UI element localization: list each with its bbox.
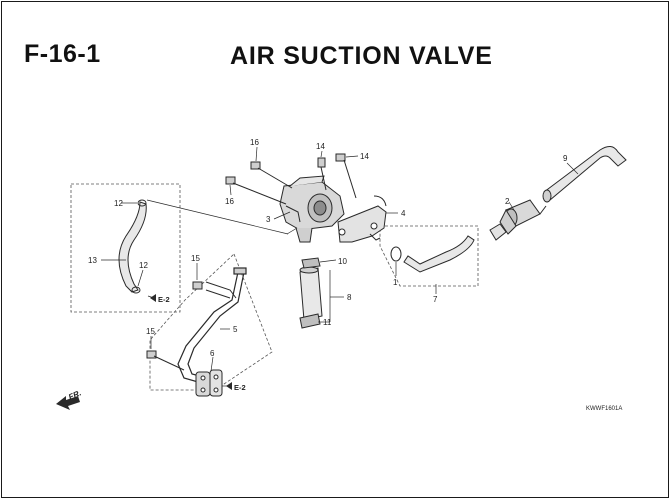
group-box-hose-13: [70, 183, 181, 313]
callout-15-lower: 15: [146, 327, 155, 336]
callout-6: 6: [210, 349, 215, 358]
callout-12-lower: 12: [139, 261, 148, 270]
callout-11: 11: [323, 318, 332, 327]
valve-bracket: [337, 195, 387, 243]
bolt-16-lower: [225, 176, 287, 205]
front-direction-label: FR.: [67, 388, 82, 401]
bolt-15-upper: [192, 281, 203, 290]
clip-10: [301, 257, 321, 269]
callout-10: 10: [338, 257, 347, 266]
filter-2: [489, 199, 547, 241]
callout-14-right: 14: [360, 152, 369, 161]
group-boxes: [70, 183, 479, 391]
callout-2: 2: [505, 197, 510, 206]
callout-15-upper: 15: [191, 254, 200, 263]
gasket-6: [195, 369, 223, 397]
tube-8: [299, 266, 323, 321]
callout-13: 13: [88, 256, 97, 265]
hose-9: [542, 146, 627, 203]
clip-12-upper: [137, 199, 147, 207]
e2-lower-arrow-icon: [226, 382, 232, 390]
callout-1: 1: [393, 278, 398, 287]
callout-4: 4: [401, 209, 406, 218]
clip-1: [390, 246, 402, 262]
page-title: AIR SUCTION VALVE: [230, 42, 493, 70]
hose-13: [118, 201, 147, 293]
e2-upper-arrow-icon: [150, 294, 156, 302]
reference-e2-lower: E-2: [234, 383, 246, 392]
air-suction-valve: [279, 175, 345, 243]
bolt-15-lower: [146, 350, 185, 371]
bolt-14-right: [335, 153, 357, 199]
group-box-pipe-5: [149, 253, 273, 391]
clip-12-lower: [131, 286, 141, 294]
leader-lines: [101, 146, 579, 387]
hose-7: [403, 235, 475, 273]
front-direction-arrow-icon: [56, 396, 80, 410]
pipe-5: [177, 267, 247, 383]
callout-16-lower: 16: [225, 197, 234, 206]
callout-8: 8: [347, 293, 352, 302]
callout-16-upper: 16: [250, 138, 259, 147]
callout-12-upper: 12: [114, 199, 123, 208]
callout-14-left: 14: [316, 142, 325, 151]
callout-9: 9: [563, 154, 568, 163]
callout-5: 5: [233, 325, 238, 334]
reference-e2-upper: E-2: [158, 295, 170, 304]
group-box-hose-7: [379, 225, 479, 287]
callout-3: 3: [266, 215, 271, 224]
drawing-code: KWWF1601A: [586, 406, 622, 412]
callout-7: 7: [433, 295, 438, 304]
bolt-14-left: [317, 157, 327, 191]
bolt-16-upper: [250, 161, 293, 189]
section-code: F-16-1: [24, 40, 101, 68]
clip-11: [299, 313, 321, 329]
